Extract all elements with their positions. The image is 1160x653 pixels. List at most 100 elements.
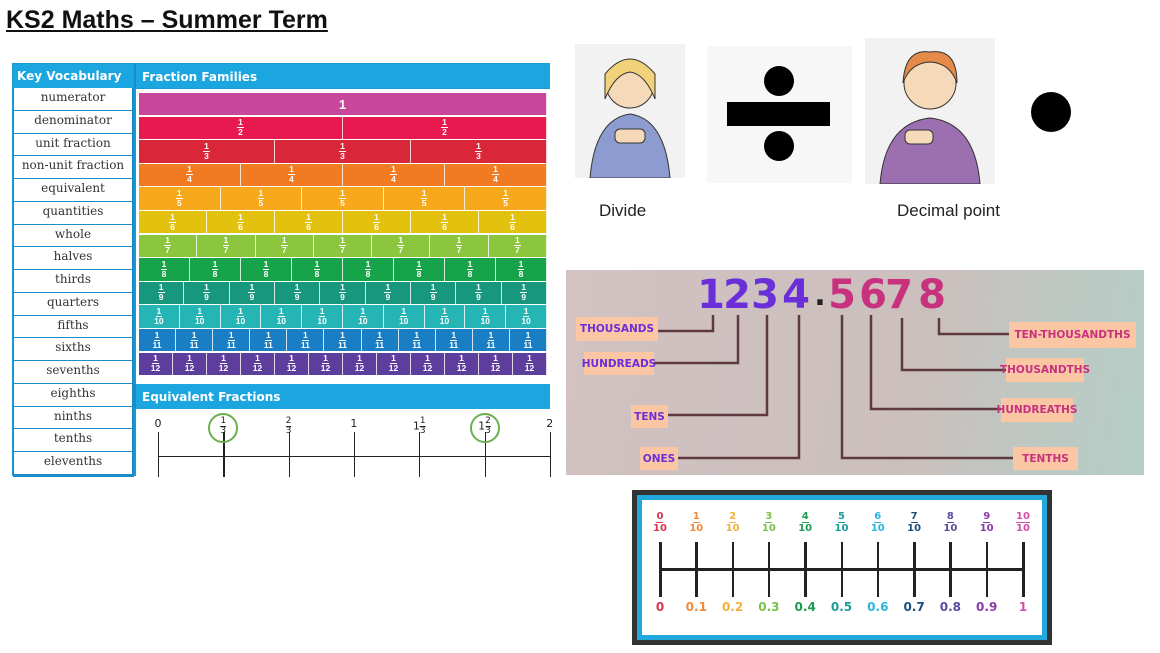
denominator: 6 — [442, 221, 447, 232]
highlight-circle — [469, 413, 500, 443]
whole-part: 2 — [546, 417, 554, 430]
denominator: 6 — [170, 221, 175, 232]
numerator: 1 — [257, 188, 265, 200]
label-ones: ONES — [640, 447, 678, 470]
denominator: 10 — [725, 523, 740, 534]
denominator: 12 — [286, 363, 297, 374]
decimal-point-symbol — [1031, 92, 1071, 132]
vocabulary-item: non-unit fraction — [14, 156, 132, 179]
highlight-circle — [208, 413, 239, 443]
decimal-label: 0.4 — [794, 600, 816, 614]
numerator: 1 — [429, 282, 437, 294]
denominator: 10 — [276, 316, 287, 327]
vocabulary-item: sixths — [14, 338, 132, 361]
numerator: 1 — [203, 140, 210, 152]
numerator: 3 — [765, 511, 773, 523]
numerator: 1 — [227, 329, 235, 341]
denominator: 11 — [449, 339, 459, 350]
denominator: 10 — [834, 523, 849, 534]
numerator: 6 — [874, 511, 882, 523]
denominator: 11 — [375, 339, 385, 350]
denominator: 4 — [289, 174, 294, 185]
vocabulary-item: numerator — [14, 88, 132, 111]
whole-part: 0 — [154, 417, 162, 430]
numerator: 1 — [441, 306, 448, 318]
numerator: 1 — [526, 353, 533, 365]
numerator: 1 — [157, 282, 165, 294]
numerator: 1 — [487, 329, 495, 341]
denominator: 3 — [419, 426, 426, 436]
denominator: 10 — [943, 523, 958, 534]
numerator: 1 — [502, 188, 510, 200]
digit: 3 — [751, 272, 779, 318]
numerator: 1 — [293, 282, 301, 294]
fraction-families-header: Fraction Families — [134, 64, 550, 88]
denominator: 10 — [798, 523, 813, 534]
denominator: 5 — [340, 198, 345, 209]
numerator: 1 — [220, 353, 227, 365]
number-line-tick — [767, 542, 771, 597]
vocabulary-item: tenths — [14, 429, 132, 452]
numerator: 1 — [384, 282, 392, 294]
decimal-label: 0.9 — [976, 600, 998, 614]
person-pointing-icon — [879, 51, 981, 185]
numerator: 1 — [237, 117, 244, 129]
page-title: KS2 Maths – Summer Term — [6, 6, 328, 34]
numerator: 1 — [492, 164, 499, 176]
vocabulary-item: fifths — [14, 315, 132, 339]
numerator: 1 — [397, 235, 405, 247]
numerator: 1 — [186, 353, 193, 365]
denominator: 12 — [388, 363, 399, 374]
denominator: 12 — [490, 363, 501, 374]
numerator: 2 — [285, 416, 292, 427]
place-value-connector-lines — [654, 315, 1013, 460]
digit: 4 — [782, 272, 810, 318]
numerator: 1 — [175, 188, 183, 200]
denominator: 10 — [194, 316, 205, 327]
vocabulary-item: quantities — [14, 201, 132, 225]
denominator: 7 — [514, 245, 520, 256]
denominator: 12 — [354, 363, 365, 374]
number-line-tick — [949, 542, 952, 597]
digit: 5 — [828, 272, 856, 318]
vocabulary-item: elevenths — [14, 452, 132, 475]
denominator: 8 — [263, 268, 269, 279]
denominator: 10 — [480, 316, 490, 327]
denominator: 5 — [421, 198, 427, 209]
denominator: 10 — [439, 316, 450, 327]
denominator: 11 — [263, 339, 273, 350]
denominator: 3 — [476, 150, 481, 161]
number-line-tick — [223, 432, 225, 477]
label-hundredths: HUNDREATHS — [997, 398, 1077, 422]
number-line-tick — [288, 432, 290, 477]
numerator: 1 — [400, 306, 408, 318]
